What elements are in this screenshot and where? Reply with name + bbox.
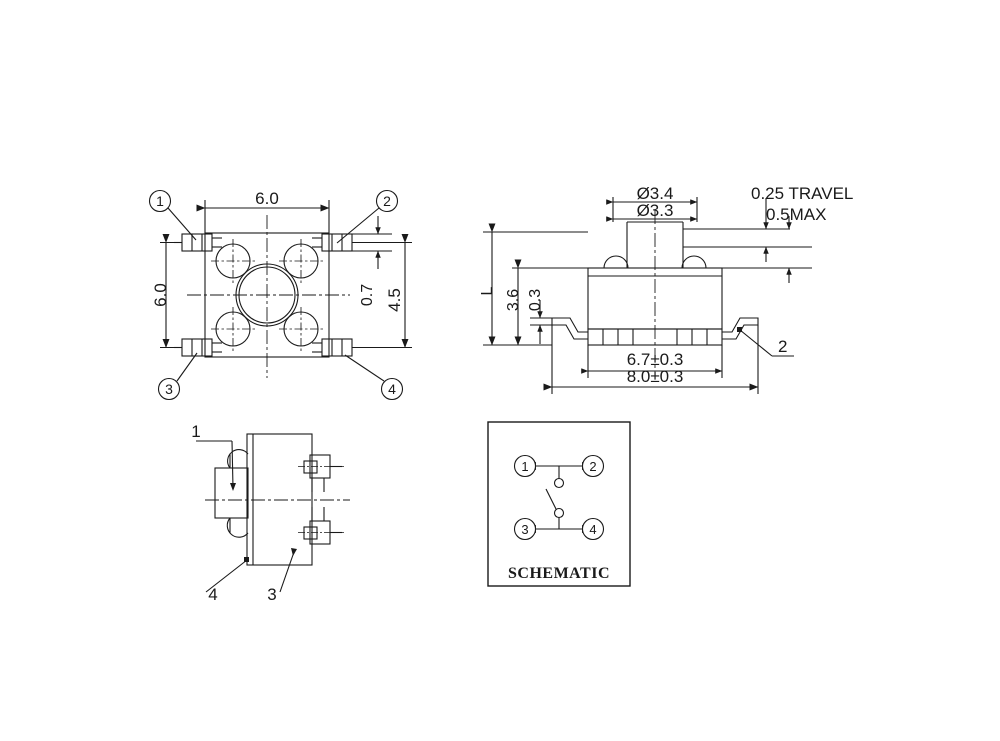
top-view-height-dimension	[160, 233, 182, 349]
top-view-callout-1-label: 1	[156, 193, 164, 209]
schematic-circle-2	[581, 454, 605, 478]
front-view-travel-dimension	[683, 198, 812, 283]
front-view-lead-left	[551, 317, 588, 340]
schematic-circle-3	[513, 517, 537, 541]
front-view-body-height-dimension	[512, 259, 588, 346]
top-view-leader-3	[176, 352, 198, 382]
front-view-lead-height-dimension	[530, 300, 552, 344]
schematic-border	[487, 421, 631, 587]
top-view	[160, 200, 412, 382]
side-view-leader-3-arrow	[291, 548, 297, 556]
top-view-callout-4-label: 4	[388, 381, 396, 397]
front-view-lead-callout-leader	[737, 327, 794, 357]
top-view-width-dimension	[196, 200, 330, 233]
callout-circle-4	[380, 377, 404, 401]
side-view-leader-4-dot	[244, 557, 249, 562]
top-view-terminal-span-label: 4.5	[385, 288, 404, 312]
top-view-width-label: 6.0	[255, 189, 279, 208]
front-view-shoulder-right	[681, 255, 707, 269]
front-view-overall-width-dimension	[543, 325, 759, 394]
front-view-body-height-label: 3.6	[505, 289, 522, 311]
top-view-centerlines	[187, 215, 350, 378]
schematic-terminal-labels: 1 2 3 4	[513, 454, 605, 541]
schematic-contact-bottom	[553, 507, 565, 519]
callout-circle-3	[157, 377, 181, 401]
callout-circle-1	[148, 189, 172, 213]
top-view-terminal-thickness-dimension	[352, 216, 392, 269]
front-view-body-width-label: 6.7±0.3	[627, 350, 684, 369]
side-view-leader-1	[196, 440, 236, 491]
front-view-total-height-label: L	[479, 286, 496, 295]
side-view-plunger-block	[214, 467, 249, 519]
top-view-terminal-4	[312, 338, 392, 357]
top-view-corner-centerlines	[211, 239, 323, 351]
top-view-terminal-thickness-label: 0.7	[359, 284, 376, 306]
side-view-leader-3	[279, 551, 295, 593]
front-view-lead-callout-label: 2	[778, 337, 787, 356]
front-view-lead-right	[722, 317, 759, 340]
front-view-max-label: 0.5MAX	[766, 205, 826, 224]
side-view-callout-4-label: 4	[208, 585, 217, 604]
front-view-travel-label: 0.25 TRAVEL	[751, 184, 853, 203]
top-view-callouts: 1 2 3 4	[148, 189, 404, 401]
front-view-lead-height-label: 0.3	[527, 289, 544, 311]
callout-circle-2	[375, 189, 399, 213]
front-view-overall-width-label: 8.0±0.3	[627, 367, 684, 386]
side-view-terminal-centerlines	[298, 466, 344, 533]
schematic-terminal-4-label: 4	[589, 522, 596, 537]
front-view-body-width-dimension	[581, 345, 723, 378]
schematic-terminal-1-label: 1	[521, 459, 528, 474]
side-view	[196, 433, 350, 593]
side-view-callout-1-label: 1	[191, 422, 200, 441]
top-view-terminal-span-dimension	[392, 233, 412, 349]
top-view-callout-2-label: 2	[383, 193, 391, 209]
schematic-terminal-3-label: 3	[521, 522, 528, 537]
top-view-leader-4	[344, 354, 385, 382]
side-view-shoulder-bottom	[226, 517, 249, 538]
top-view-terminal-2	[312, 233, 392, 252]
schematic-terminal-2-label: 2	[589, 459, 596, 474]
front-view-shoulder-left	[603, 255, 629, 269]
top-view-leader-1	[167, 207, 197, 241]
front-view-plunger-outer-label: Ø3.4	[637, 184, 674, 203]
top-view-leader-2	[336, 207, 380, 244]
schematic-switch-blade	[545, 488, 557, 510]
top-view-height-label: 6.0	[151, 283, 170, 307]
schematic-circle-4	[581, 517, 605, 541]
front-view-plunger-inner-label: Ø3.3	[637, 201, 674, 220]
side-view-callout-3-label: 3	[267, 585, 276, 604]
schematic-title: SCHEMATIC	[508, 565, 610, 582]
schematic-circle-1	[513, 454, 537, 478]
side-view-body	[246, 433, 313, 566]
front-view	[483, 197, 812, 394]
side-view-leader-4	[205, 559, 248, 593]
schematic-contact-top	[553, 477, 565, 489]
front-view-base-ticks	[602, 329, 708, 345]
top-view-callout-3-label: 3	[165, 381, 173, 397]
